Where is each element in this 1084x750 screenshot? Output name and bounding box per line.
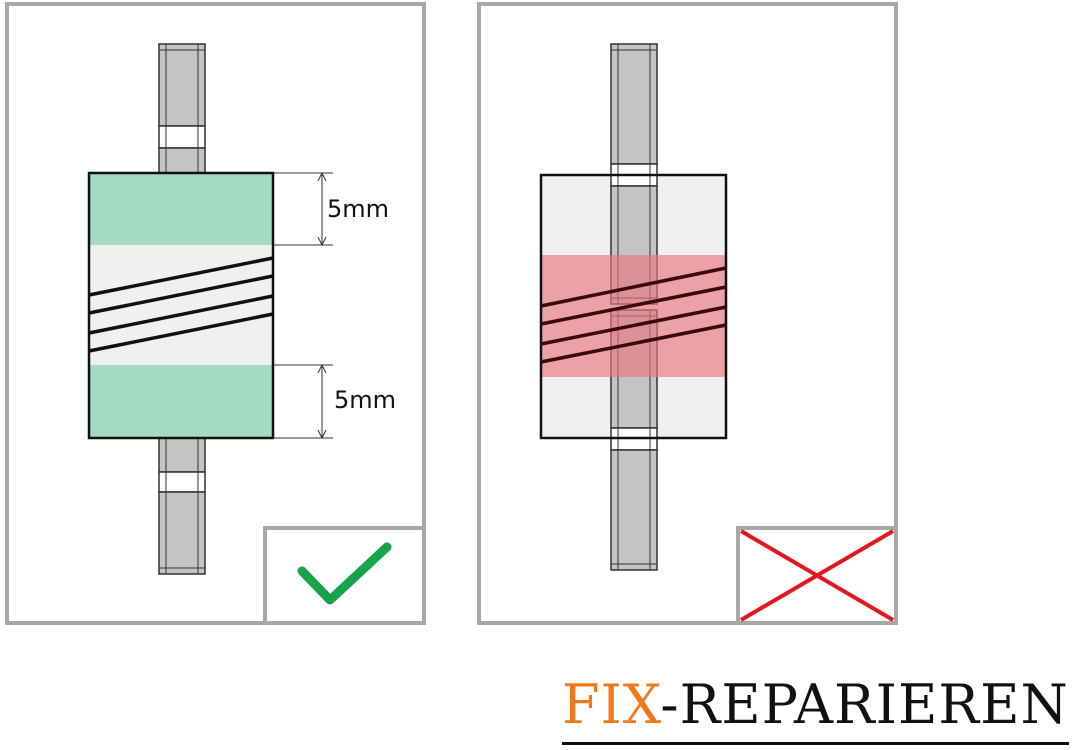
panel-incorrect [477, 2, 898, 625]
brand-logo: FIX-REPARIEREN [562, 668, 1069, 745]
rubber-block [539, 173, 728, 440]
thread-lines [88, 256, 274, 353]
panel-correct: 5mm 5mm [5, 2, 426, 625]
cross-icon [739, 529, 895, 622]
checkmark-icon [297, 542, 392, 605]
dimension-label-bottom: 5mm [334, 386, 396, 414]
logo-part-fix: FIX [562, 673, 661, 736]
dimension-label-top: 5mm [327, 195, 389, 223]
dimension-bottom [273, 364, 333, 439]
thread-depth-zone-bottom [89, 365, 273, 438]
thread-depth-zone-top [89, 173, 273, 245]
thread-lines [540, 266, 727, 364]
verdict-box [263, 526, 426, 625]
rubber-block [87, 171, 275, 440]
dimension-top [273, 172, 333, 246]
logo-part-reparieren: -REPARIEREN [660, 673, 1069, 736]
